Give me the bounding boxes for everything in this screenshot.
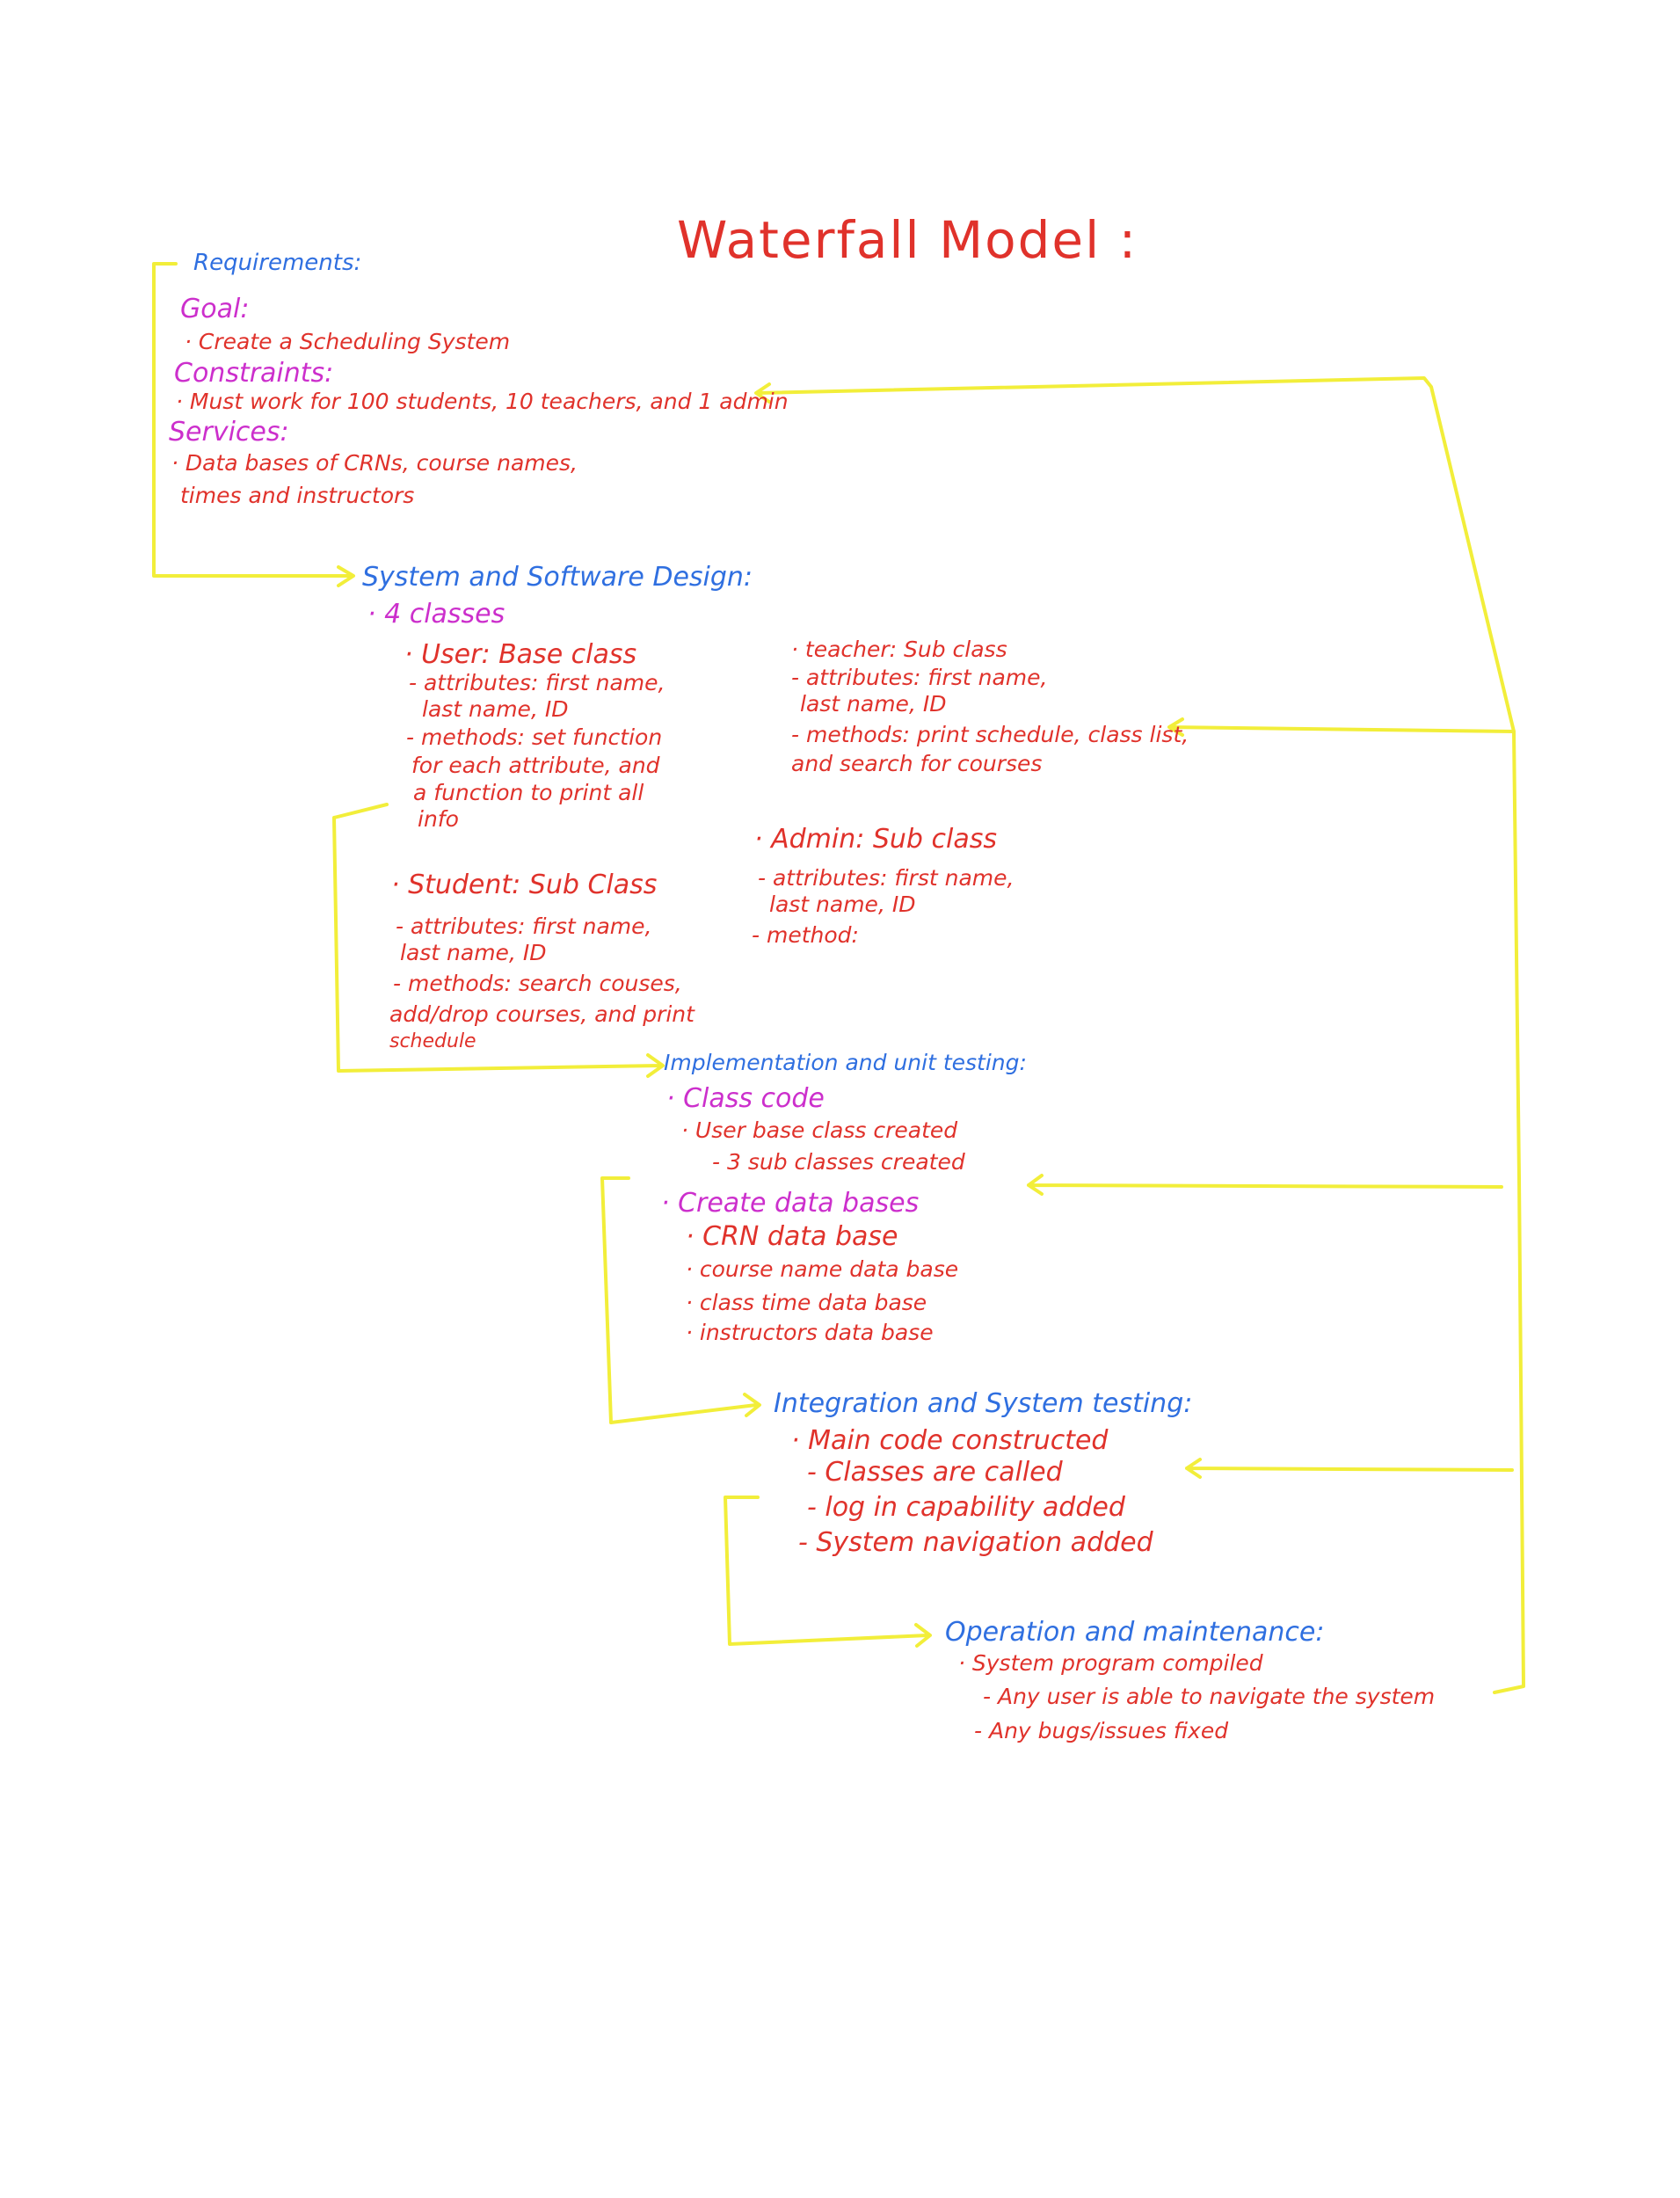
implementation-db-course-name: · course name data base [686, 1256, 959, 1282]
admin-class-methods: - method: [752, 922, 859, 948]
user-class-methods-cont-3: info [418, 806, 459, 832]
feedback-arrow-to-integration [1185, 1458, 1514, 1479]
admin-class-attributes: - attributes: first name, [758, 865, 1015, 891]
services-label: Services: [169, 417, 289, 448]
admin-class-attributes-cont: last name, ID [769, 892, 916, 917]
user-class-methods-cont-1: for each attribute, and [411, 753, 660, 778]
implementation-db-crn: · CRN data base [686, 1221, 898, 1252]
user-class-attributes-cont: last name, ID [422, 696, 569, 722]
admin-class-title: · Admin: Sub class [754, 824, 997, 855]
requirements-heading: Requirements: [193, 250, 362, 276]
implementation-db-instructors: · instructors data base [686, 1320, 934, 1345]
services-item-1: · Data bases of CRNs, course names, [171, 450, 578, 476]
services-item-2: times and instructors [180, 483, 415, 508]
implementation-class-code: · Class code [666, 1083, 825, 1114]
arrow-requirements-to-design [152, 262, 355, 587]
implementation-heading: Implementation and unit testing: [664, 1050, 1027, 1075]
goal-label: Goal: [180, 294, 250, 324]
teacher-class-attributes: - attributes: first name, [791, 665, 1048, 690]
feedback-arrow-to-implementation [1027, 1174, 1503, 1196]
implementation-sub-classes: - 3 sub classes created [712, 1149, 965, 1175]
feedback-arrow-to-requirements [754, 382, 771, 404]
integration-log-in: - log in capability added [807, 1492, 1125, 1523]
operation-bugs-fixed: - Any bugs/issues fixed [974, 1718, 1229, 1743]
constraints-label: Constraints: [174, 358, 334, 389]
goal-item: · Create a Scheduling System [185, 329, 511, 354]
teacher-class-attributes-cont: last name, ID [800, 691, 947, 717]
integration-heading: Integration and System testing: [774, 1388, 1193, 1419]
student-class-methods-cont-2: schedule [389, 1030, 476, 1052]
integration-main-code: · Main code constructed [791, 1425, 1109, 1456]
teacher-class-title: · teacher: Sub class [791, 637, 1007, 662]
design-heading: System and Software Design: [362, 562, 753, 593]
constraints-item: · Must work for 100 students, 10 teacher… [176, 389, 789, 414]
arrow-integration-to-operation [724, 1496, 932, 1648]
implementation-create-databases: · Create data bases [661, 1188, 920, 1219]
implementation-db-class-time: · class time data base [686, 1290, 927, 1315]
integration-classes-called: - Classes are called [807, 1457, 1063, 1488]
implementation-base-class: · User base class created [681, 1117, 958, 1143]
page-title: Waterfall Model : [677, 210, 1138, 270]
integration-navigation: - System navigation added [798, 1527, 1153, 1558]
student-class-methods: - methods: search couses, [393, 971, 682, 996]
teacher-class-methods: - methods: print schedule, class list, [791, 722, 1189, 747]
feedback-arrow-to-design [1167, 717, 1516, 737]
operation-heading: Operation and maintenance: [945, 1617, 1325, 1648]
teacher-class-methods-cont: and search for courses [791, 751, 1043, 776]
user-class-attributes: - attributes: first name, [409, 670, 665, 695]
student-class-attributes-cont: last name, ID [400, 940, 547, 965]
student-class-methods-cont-1: add/drop courses, and print [389, 1001, 695, 1027]
operation-compiled: · System program compiled [958, 1650, 1263, 1676]
student-class-attributes: - attributes: first name, [396, 913, 652, 939]
operation-navigate: - Any user is able to navigate the syste… [983, 1684, 1436, 1709]
user-class-title: · User: Base class [404, 639, 637, 670]
user-class-methods-cont-2: a function to print all [413, 780, 644, 805]
arrow-implementation-to-integration [600, 1176, 761, 1424]
arrow-design-to-implementation [332, 803, 665, 1078]
student-class-title: · Student: Sub Class [391, 870, 658, 900]
design-class-count: · 4 classes [367, 599, 505, 630]
user-class-methods: - methods: set function [406, 724, 663, 750]
